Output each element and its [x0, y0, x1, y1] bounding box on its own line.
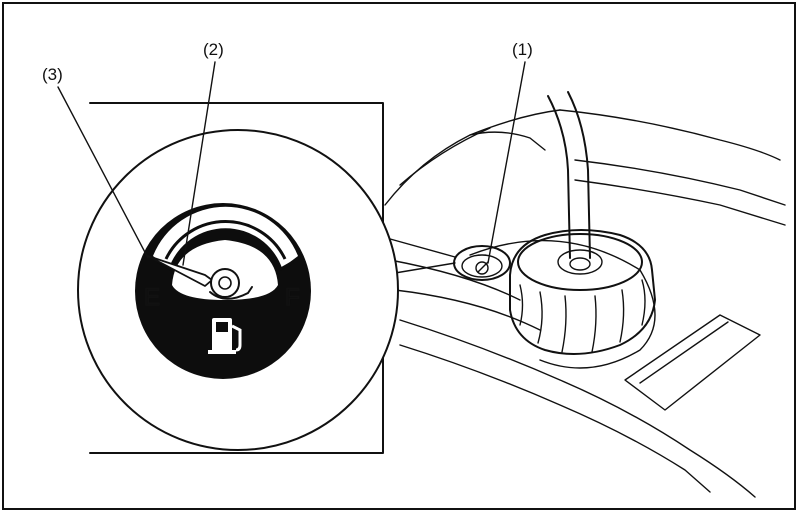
inset-connector-top	[382, 236, 456, 258]
callout-label-3: (3)	[42, 65, 63, 84]
vent-tube	[547, 91, 591, 259]
gauge-full-label: F	[285, 284, 300, 311]
callout-leader-3	[57, 86, 149, 259]
fuel-pump-icon	[208, 318, 242, 354]
callout-leader-2	[182, 61, 216, 266]
callout-leader-1	[487, 61, 526, 264]
fuel-cap	[509, 229, 656, 355]
gauge-needle	[147, 255, 253, 300]
tank-top	[384, 109, 786, 498]
callout-label-2: (2)	[203, 40, 224, 59]
callout-label-1: (1)	[512, 40, 533, 59]
gauge-empty-label: E	[144, 284, 160, 311]
